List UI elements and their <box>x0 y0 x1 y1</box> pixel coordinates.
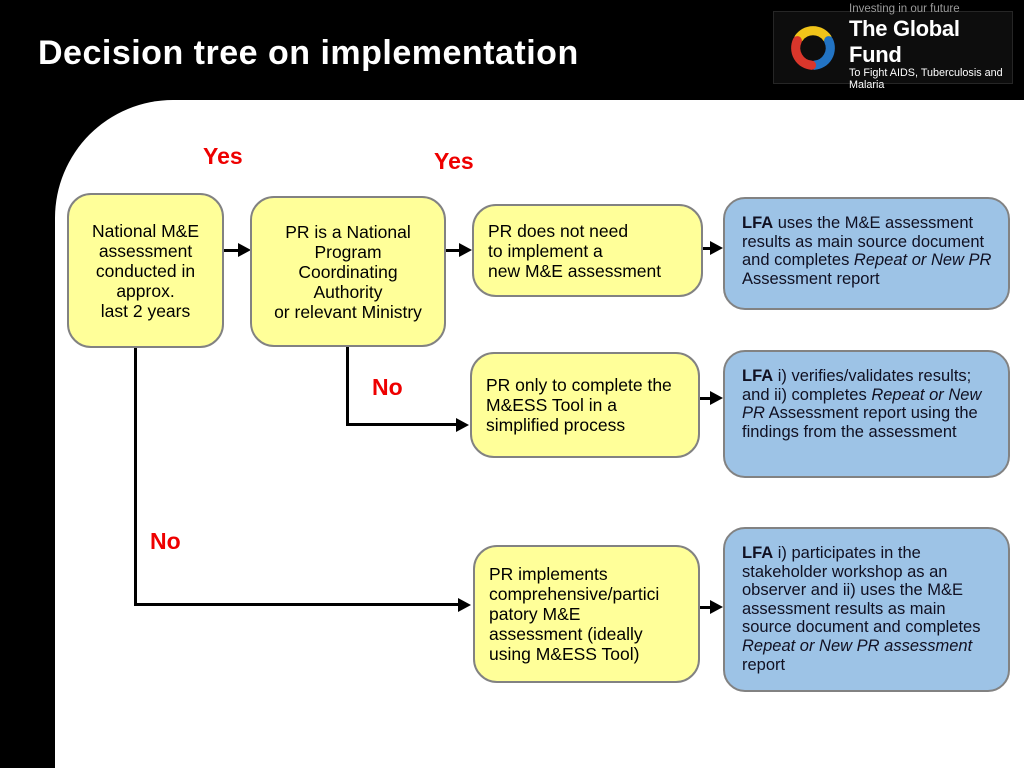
connector-authority-no-down <box>346 345 349 426</box>
connector-start-no-across-2 <box>260 603 460 606</box>
lfa-text: i) participates in the stakeholder works… <box>742 544 981 637</box>
lfa-lead: LFA <box>742 544 774 562</box>
arrowhead-icon <box>456 418 469 432</box>
lfa-text: Assessment report using the findings fro… <box>742 404 978 441</box>
arrowhead-icon <box>710 241 723 255</box>
lfa-node-repeat-report: LFA uses the M&E assessment results as m… <box>723 197 1010 310</box>
decision-node-simplified-tool: PR only to complete the M&ESS Tool in a … <box>470 352 700 458</box>
lfa-node-verify-results: LFA i) verifies/validates results; and i… <box>723 350 1010 478</box>
logo-subtitle: To Fight AIDS, Tuberculosis and Malaria <box>849 67 1003 92</box>
connector-start-no-across <box>134 603 260 606</box>
lfa-italic: Repeat or New PR <box>742 385 982 423</box>
connector-start-to-authority <box>224 249 240 252</box>
decision-node-start-text: National M&E assessment conducted in app… <box>92 220 199 321</box>
arrowhead-icon <box>710 600 723 614</box>
arrowhead-icon <box>458 598 471 612</box>
decision-node-no-new-assessment: PR does not need to implement a new M&E … <box>472 204 703 297</box>
branch-label-yes-right: Yes <box>434 148 474 174</box>
connector-authority-no-across <box>346 423 458 426</box>
decision-node-no-new-assessment-text: PR does not need to implement a new M&E … <box>488 220 662 281</box>
arrowhead-icon <box>710 391 723 405</box>
decision-node-pr-authority: PR is a National Program Coordinating Au… <box>250 196 446 347</box>
lfa-text: uses the M&E assessment results as main … <box>742 214 985 270</box>
lfa-text: Assessment report <box>742 269 880 288</box>
connector-no-new-to-lfa1 <box>701 247 712 250</box>
branch-label-no-mid: No <box>372 374 403 400</box>
lfa-italic: Repeat or New PR assessment <box>742 636 973 655</box>
lfa-lead: LFA <box>742 367 774 385</box>
global-fund-logo: Investing in our future The Global Fund … <box>773 3 1013 91</box>
decision-node-simplified-tool-text: PR only to complete the M&ESS Tool in a … <box>486 375 672 435</box>
connector-full-to-lfa3 <box>700 606 712 609</box>
connector-start-no-down <box>134 348 137 606</box>
lfa-node-observer: LFA i) participates in the stakeholder w… <box>723 527 1010 692</box>
lfa-italic: Repeat or New PR <box>853 251 992 270</box>
arrowhead-icon <box>459 243 472 257</box>
decision-node-full-assessment: PR implements comprehensive/partici pato… <box>473 545 700 683</box>
logo-tagline: Investing in our future <box>849 3 960 16</box>
lfa-text: report <box>742 655 786 674</box>
decision-node-start: National M&E assessment conducted in app… <box>67 193 224 348</box>
global-fund-logo-text: Investing in our future The Global Fund … <box>849 3 1012 92</box>
decision-node-full-assessment-text: PR implements comprehensive/partici pato… <box>489 564 660 664</box>
global-fund-swirl-icon <box>791 25 835 70</box>
lfa-text: i) verifies/validates results; and ii) c… <box>742 367 972 404</box>
connector-authority-to-no-new <box>445 249 461 252</box>
logo-name: The Global Fund <box>849 16 960 67</box>
page-title: Decision tree on implementation <box>38 34 579 72</box>
lfa-lead: LFA <box>742 214 774 232</box>
branch-label-yes-top: Yes <box>203 143 243 169</box>
arrowhead-icon <box>238 243 251 257</box>
decision-node-pr-authority-text: PR is a National Program Coordinating Au… <box>274 221 422 322</box>
branch-label-no-bottom: No <box>150 528 181 554</box>
connector-simplified-to-lfa2 <box>698 397 712 400</box>
